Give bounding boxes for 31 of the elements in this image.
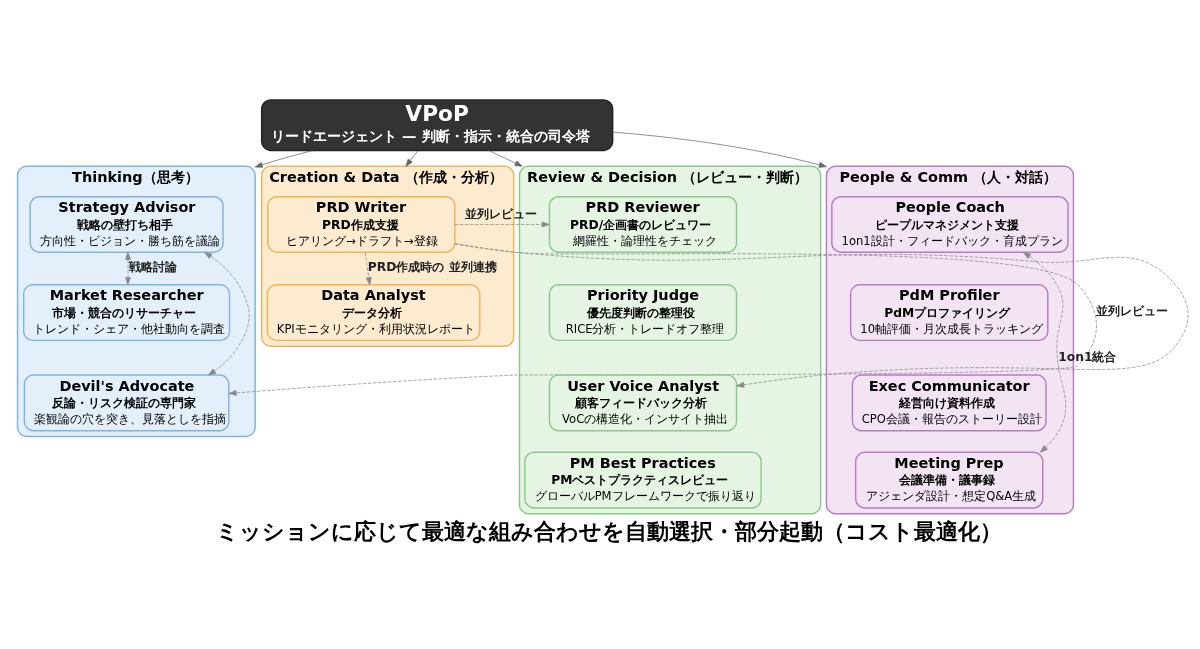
arrow <box>612 131 827 168</box>
arrow <box>125 251 131 286</box>
node-box: Data Analyst データ分析 KPIモニタリング・利用状況レポート <box>266 284 481 342</box>
edge-label: 1on1統合 <box>1058 350 1117 365</box>
node-box: VPoP リードエージェント — 判断・指示・統合の司令塔 <box>260 99 614 152</box>
arrow <box>1023 252 1067 453</box>
node-box: PRD Writer PRD作成支援 ヒアリング→ドラフト→登録 <box>267 195 456 253</box>
node-box: PRD Reviewer PRD/企画書のレビュワー 網羅性・論理性をチェック <box>548 195 738 253</box>
edge-label: 並列レビュー <box>464 206 537 221</box>
node-box: Meeting Prep 会議準備・議事録 アジェンダ設計・想定Q&A生成 <box>854 451 1044 509</box>
edge-label: 戦略討論 <box>128 259 177 274</box>
node-box: Priority Judge 優先度判断の整理役 RICE分析・トレードオフ整理 <box>548 284 738 342</box>
node-box: People Coach ピープルマネジメント支援 1on1設計・フィードバック・育成プラン <box>831 195 1069 253</box>
node-box: Strategy Advisor 戦略の壁打ち相手 方向性・ビジョン・勝ち筋を議論 <box>29 195 224 253</box>
node-box: Exec Communicator 経営向け資料作成 CPO会議・報告のストーリー設計 <box>851 374 1047 432</box>
node-box: User Voice Analyst 顧客フィードバック分析 VoCの構造化・インサイト抽出 <box>548 374 738 432</box>
node-box: Market Researcher 市場・競合のリサーチャー トレンド・シェア・他社動向を調査 <box>22 284 231 342</box>
node-box: PM Best Practices PMベストプラクティスレビュー グローバルPMフレームワークで振り返り <box>524 451 762 509</box>
edge-label: PRD作成時の 並列連携 <box>367 259 497 274</box>
edge-label: 並列レビュー <box>1095 303 1168 318</box>
arrow <box>254 150 314 168</box>
arrow <box>405 150 419 167</box>
arrow <box>228 243 1097 396</box>
caption: ミッションに応じて最適な組み合わせを自動選択・部分起動（コスト最適化） <box>216 519 1003 544</box>
node-box: PdM Profiler PdMプロファイリング 10軸評価・月次成長トラッキング <box>849 284 1049 342</box>
arrow <box>454 243 1189 388</box>
node-box: Devil's Advocate 反論・リスク検証の専門家 楽観論の穴を突き、見落としを指摘 <box>23 374 230 432</box>
arrow <box>488 150 523 167</box>
arrow <box>454 221 550 228</box>
arrow <box>364 252 372 286</box>
arrow <box>204 252 250 376</box>
